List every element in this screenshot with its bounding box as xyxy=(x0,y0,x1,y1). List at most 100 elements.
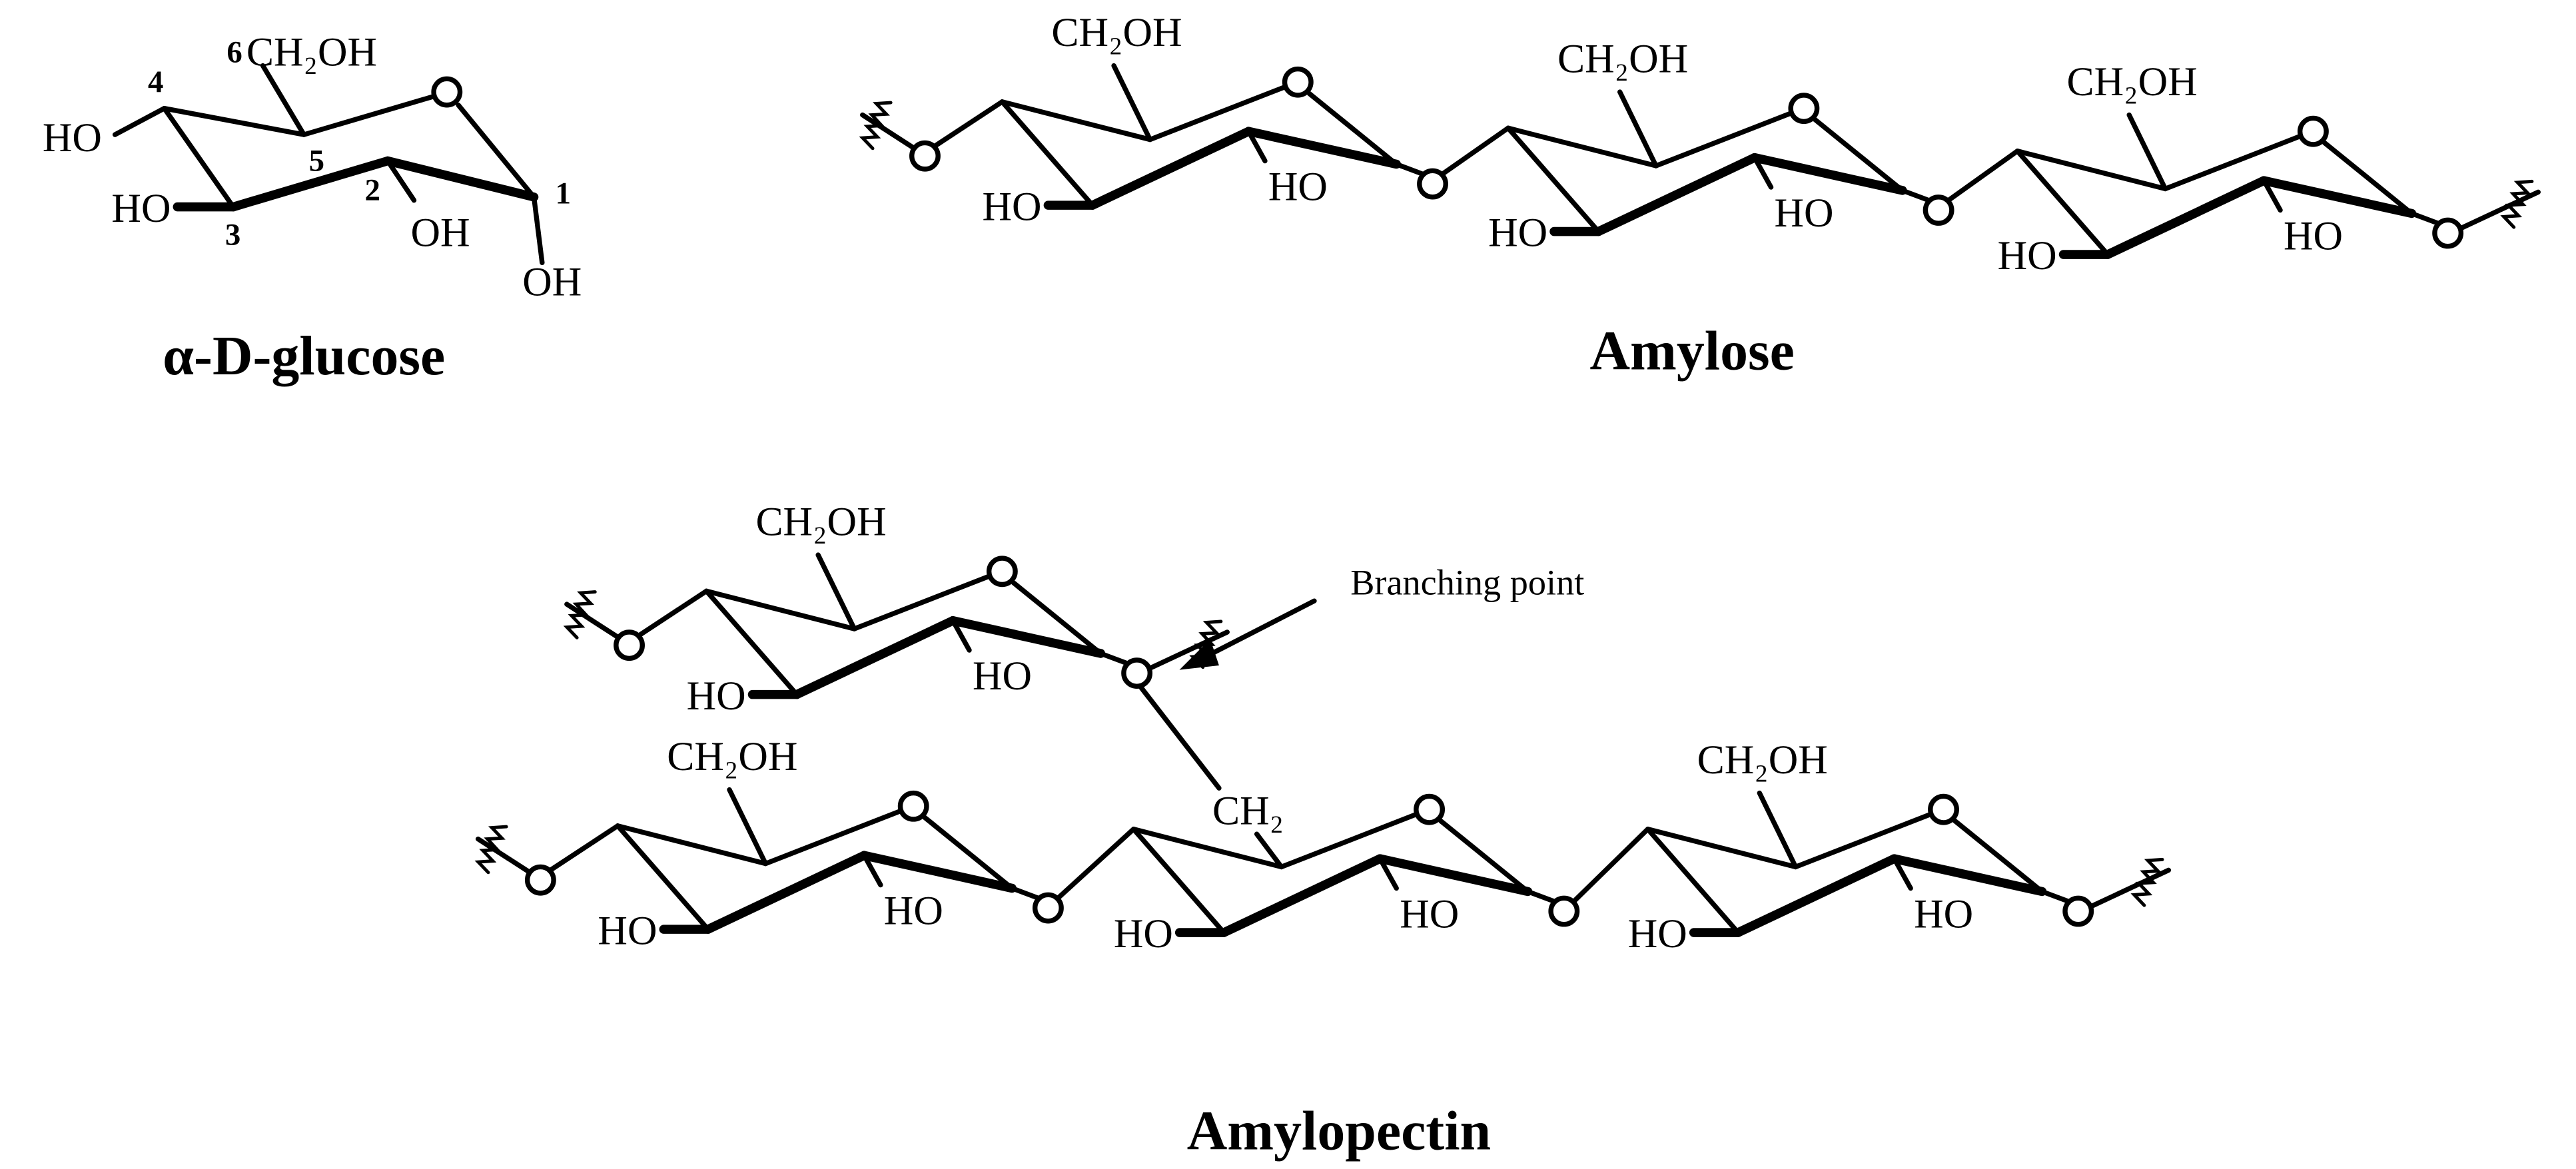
carbon-number-3: 3 xyxy=(225,217,240,252)
bond xyxy=(703,588,857,631)
bond xyxy=(1009,885,1041,901)
bond xyxy=(999,99,1095,208)
bond xyxy=(2039,889,2071,904)
bond xyxy=(1505,125,1601,234)
glycosidic-oxygen xyxy=(524,864,556,896)
glycosidic-oxygen xyxy=(1548,895,1580,927)
bond xyxy=(1757,790,1799,870)
bond xyxy=(1525,889,1557,904)
bond xyxy=(636,588,709,638)
hydroxyl-c4: HO xyxy=(43,115,102,161)
bond xyxy=(815,552,857,631)
bond xyxy=(1088,127,1254,210)
bond xyxy=(2014,149,2110,257)
glycosidic-oxygen xyxy=(1121,657,1153,689)
hydroxyl-c2: HO xyxy=(1268,165,1328,210)
chain-cut-left xyxy=(859,101,893,151)
branch-bond xyxy=(1254,831,1284,870)
branch-bond xyxy=(1137,683,1222,791)
glycosidic-oxygen xyxy=(909,140,941,172)
bond xyxy=(1375,854,1533,897)
chain-cut-right xyxy=(2500,179,2534,229)
hydroxyl-c2: OH xyxy=(411,210,470,256)
carbon-number-6: 6 xyxy=(226,35,242,70)
ch2oh-group: CH₂OH xyxy=(2066,59,2197,105)
ch2oh-group: CH₂OH xyxy=(755,500,886,545)
bond xyxy=(2409,210,2441,226)
bond xyxy=(2103,176,2269,259)
bond xyxy=(112,105,167,137)
bond xyxy=(2014,149,2168,192)
hydroxyl-c3: HO xyxy=(1114,911,1173,957)
bond xyxy=(2088,867,2172,909)
bond xyxy=(1750,153,1907,195)
hydroxyl-c3: HO xyxy=(687,673,746,719)
bond xyxy=(932,99,1005,149)
ring-oxygen xyxy=(1414,793,1446,825)
bond xyxy=(859,851,1017,893)
bond xyxy=(1011,580,1104,656)
bond xyxy=(383,156,539,202)
bond xyxy=(2261,178,2283,213)
bond xyxy=(456,103,537,200)
ring-oxygen xyxy=(2297,115,2329,147)
bond xyxy=(1440,125,1511,177)
glycosidic-oxygen xyxy=(2062,895,2094,927)
hydroxyl-c1: OH xyxy=(522,260,582,305)
hydroxyl-c2: HO xyxy=(973,653,1032,699)
glycosidic-oxygen xyxy=(614,629,645,661)
bond xyxy=(1617,89,1659,169)
bond xyxy=(615,823,711,932)
hydroxyl-c3: HO xyxy=(1628,911,1687,957)
hydroxyl-c2: HO xyxy=(1914,892,1973,937)
glucose-unit: CH₂OH HO HO xyxy=(687,500,1106,719)
bond xyxy=(792,615,958,699)
ring-oxygen xyxy=(431,76,463,108)
bond xyxy=(1244,127,1402,169)
carbon-number-5: 5 xyxy=(309,143,324,178)
ring-oxygen xyxy=(986,556,1018,587)
glycosidic-oxygen xyxy=(1033,892,1064,924)
bond xyxy=(1571,827,1651,904)
chain-cut-left xyxy=(474,825,508,875)
hydroxyl-c2: HO xyxy=(2284,214,2343,259)
bond xyxy=(2322,140,2415,216)
hydroxyl-c2: HO xyxy=(1400,892,1459,937)
bond xyxy=(2126,112,2168,192)
hydroxyl-c2: HO xyxy=(884,889,943,934)
ch2oh-group: CH₂OH xyxy=(1051,10,1182,55)
bond xyxy=(1438,818,1531,895)
bond xyxy=(950,618,972,653)
bond xyxy=(1653,111,1793,169)
bond xyxy=(999,99,1153,143)
bond xyxy=(548,823,620,873)
amylopectin-title: Amylopectin xyxy=(1187,1100,1491,1162)
bond xyxy=(1130,827,1227,935)
bond xyxy=(1278,811,1419,870)
bond xyxy=(1952,818,2045,895)
bond xyxy=(1813,117,1905,193)
bond xyxy=(727,787,768,867)
bond xyxy=(860,112,916,151)
glycosidic-oxygen xyxy=(1923,195,1954,226)
hydroxyl-c3: HO xyxy=(983,184,1042,229)
bond xyxy=(1394,161,1426,177)
bond xyxy=(260,63,306,137)
bond xyxy=(161,105,306,137)
bond xyxy=(1752,155,1774,190)
glucose-unit: HO HO xyxy=(1114,793,1533,957)
ring-oxygen xyxy=(1928,793,1959,825)
carbon-number-4: 4 xyxy=(148,65,163,99)
amylose-title: Amylose xyxy=(1590,320,1795,382)
bond xyxy=(1645,827,1741,935)
carbon-number-2: 2 xyxy=(364,173,380,208)
hydroxyl-c3: HO xyxy=(1998,233,2057,278)
bond xyxy=(475,836,532,875)
bond xyxy=(2259,176,2417,218)
bond xyxy=(1377,856,1399,891)
bond xyxy=(1246,129,1268,164)
hydroxyl-c3: HO xyxy=(598,908,657,953)
